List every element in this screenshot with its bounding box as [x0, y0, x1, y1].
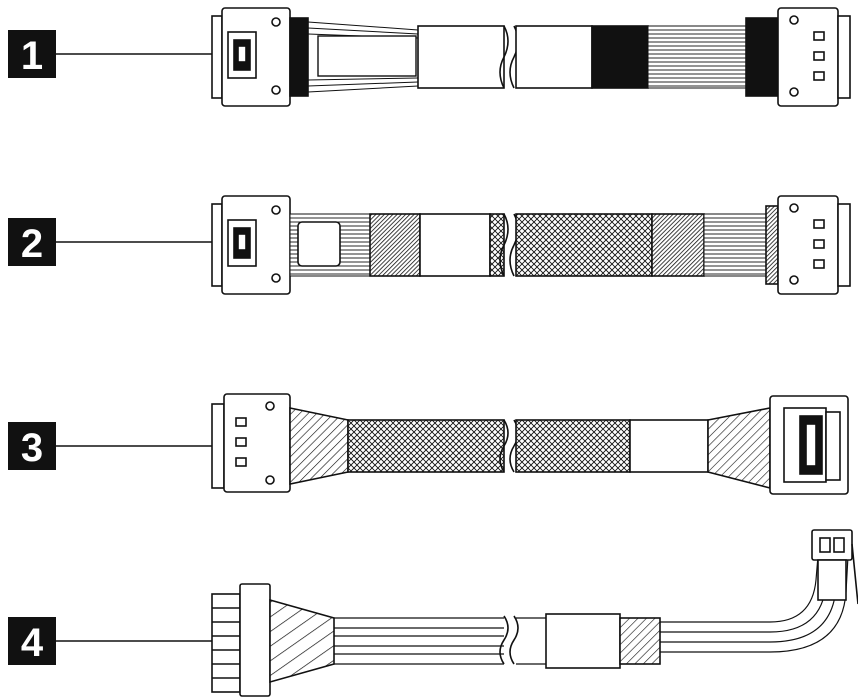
- cable-1-black-sleeve: [591, 25, 649, 89]
- cable-3-label-sleeve: [629, 419, 709, 473]
- cable-2-mesh-right: [515, 213, 653, 277]
- cable-4-sleeve: [545, 613, 621, 669]
- cable-1-left-connector: [211, 7, 309, 107]
- cable-3-mesh-right: [515, 419, 631, 473]
- cable-4-hatch-sleeve: [619, 617, 661, 665]
- cable-1: [211, 7, 851, 107]
- cable-3-left-taper: [289, 407, 349, 485]
- cable-2: [211, 195, 851, 295]
- cable-3-right-connector: [769, 395, 849, 495]
- cable-2-left-connector: [211, 195, 291, 295]
- cable-2-right-connector: [777, 195, 851, 295]
- cable-1-sleeve-right: [515, 25, 593, 89]
- cable-4-left-connector: [211, 583, 271, 697]
- cable-1-right-fanout: [647, 25, 747, 89]
- callout-4-label: 4: [21, 621, 44, 665]
- callout-1: 1: [8, 30, 216, 78]
- cable-3-right-taper: [707, 407, 771, 490]
- cable-2-right-fanout: [703, 213, 767, 277]
- cable-1-sleeve-left: [417, 25, 505, 89]
- cable-1-left-fanout: [307, 21, 419, 93]
- callout-3: 3: [8, 422, 216, 470]
- cable-2-label-sleeve: [419, 213, 491, 277]
- callout-3-label: 3: [21, 426, 43, 470]
- cable-4-right-connector: [811, 529, 858, 605]
- cable-1-right-connector: [777, 7, 851, 107]
- cable-2-mesh-left: [489, 213, 505, 277]
- cable-4-wires-left: [334, 617, 504, 665]
- cable-2-hatch-sleeve-right: [651, 213, 705, 277]
- cable-4-break: [499, 615, 519, 665]
- cable-3: [211, 393, 849, 495]
- callout-2: 2: [8, 218, 216, 266]
- callout-1-label: 1: [21, 34, 43, 78]
- callout-4: 4: [8, 617, 216, 665]
- cable-3-left-connector: [211, 393, 291, 493]
- cable-4-wires-right: [516, 617, 546, 665]
- cable-4-left-taper: [269, 598, 335, 684]
- cable-4: [211, 529, 858, 697]
- cable-3-mesh-left: [347, 419, 505, 473]
- callout-2-label: 2: [21, 222, 43, 266]
- cable-2-hatch-sleeve-left: [369, 213, 421, 277]
